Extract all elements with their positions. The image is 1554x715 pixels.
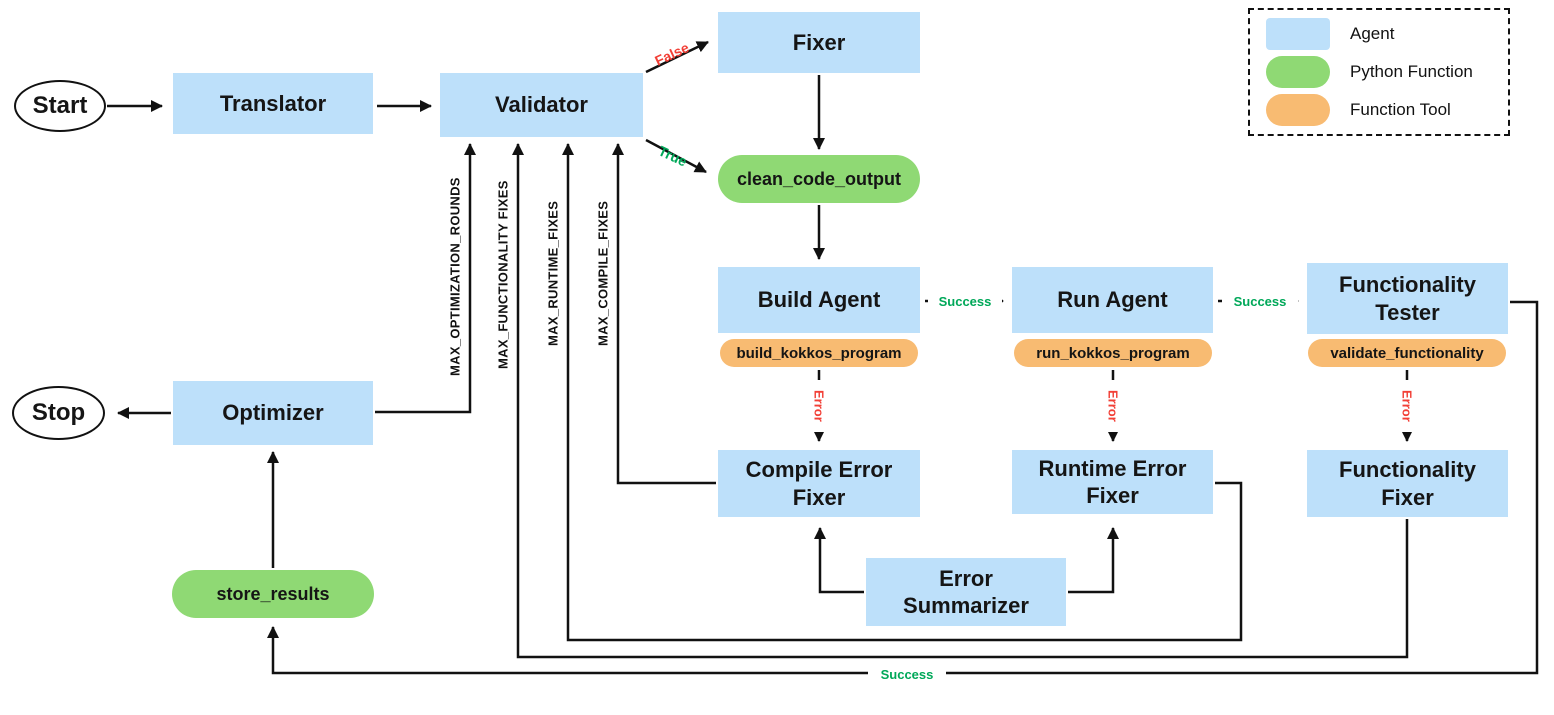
max-functionality-fixes-label: MAX_FUNCTIONALITY FIXES	[495, 180, 511, 369]
run-kokkos-program-tool: run_kokkos_program	[1014, 339, 1212, 367]
error-edge-label-run: Error	[1104, 380, 1122, 432]
start-terminal: Start	[14, 80, 106, 132]
clean-code-output-node: clean_code_output	[718, 155, 920, 203]
error-summarizer-label: Error Summarizer	[903, 565, 1029, 619]
edge-optimizer-validator-max-opt	[375, 143, 476, 414]
fixer-label: Fixer	[792, 29, 846, 55]
edge-compilefixer-validator-max-compile	[612, 143, 716, 485]
legend-item-function-tool: Function Tool	[1250, 94, 1508, 126]
run-kokkos-program-label: run_kokkos_program	[1036, 344, 1190, 362]
runtime-error-fixer-node: Runtime Error Fixer	[1012, 450, 1213, 514]
validate-functionality-tool: validate_functionality	[1308, 339, 1506, 367]
translator-label: Translator	[219, 90, 327, 116]
edge-validator-clean-true	[645, 138, 707, 174]
validate-functionality-label: validate_functionality	[1330, 344, 1484, 362]
compile-error-fixer-node: Compile Error Fixer	[718, 450, 920, 517]
legend-python-function-label: Python Function	[1350, 62, 1473, 81]
stop-label: Stop	[31, 399, 86, 426]
agent-swatch-icon	[1266, 18, 1330, 50]
legend-item-agent: Agent	[1250, 18, 1508, 50]
edge-tester-store-success	[267, 300, 1539, 675]
functionality-fixer-node: Functionality Fixer	[1307, 450, 1508, 517]
legend-agent-label: Agent	[1350, 24, 1395, 43]
legend-function-tool-label: Function Tool	[1350, 100, 1451, 119]
edge-validator-fixer-false	[645, 40, 709, 74]
start-label: Start	[32, 92, 88, 119]
fixer-node: Fixer	[718, 12, 920, 73]
validator-label: Validator	[495, 92, 588, 118]
functionality-fixer-label: Functionality Fixer	[1339, 457, 1476, 510]
edge-funcfixer-validator-max-func	[512, 143, 1409, 659]
run-agent-label: Run Agent	[1057, 287, 1168, 313]
error-edge-label-build: Error	[810, 380, 828, 432]
clean-code-output-label: clean_code_output	[736, 168, 902, 189]
build-kokkos-program-label: build_kokkos_program	[736, 344, 902, 362]
store-results-label: store_results	[216, 583, 330, 604]
max-runtime-fixes-label: MAX_RUNTIME_FIXES	[545, 200, 561, 347]
success-edge-label-loop: Success	[868, 666, 946, 683]
store-results-node: store_results	[172, 570, 374, 618]
edge-runtimefixer-validator-max-runtime	[562, 143, 1243, 642]
error-summarizer-node: Error Summarizer	[866, 558, 1066, 626]
legend: Agent Python Function Function Tool	[1248, 8, 1510, 136]
runtime-error-fixer-label: Runtime Error Fixer	[1038, 455, 1187, 509]
optimizer-node: Optimizer	[173, 381, 373, 445]
validator-node: Validator	[440, 73, 643, 137]
edge-summarizer-compilefixer	[814, 527, 864, 594]
max-compile-fixes-label: MAX_COMPILE_FIXES	[595, 200, 611, 347]
optimizer-label: Optimizer	[222, 400, 324, 426]
build-agent-label: Build Agent	[757, 287, 881, 313]
translator-node: Translator	[173, 73, 373, 134]
max-optimization-rounds-label: MAX_OPTIMIZATION_ROUNDS	[447, 177, 463, 377]
build-agent-node: Build Agent	[718, 267, 920, 333]
error-edge-label-tester: Error	[1398, 380, 1416, 432]
edge-summarizer-runtimefixer	[1068, 527, 1119, 594]
stop-terminal: Stop	[12, 386, 105, 440]
run-agent-node: Run Agent	[1012, 267, 1213, 333]
compile-error-fixer-label: Compile Error Fixer	[745, 457, 893, 510]
function-tool-swatch-icon	[1266, 94, 1330, 126]
functionality-tester-node: Functionality Tester	[1307, 263, 1508, 334]
success-edge-label-build-run: Success	[928, 293, 1002, 310]
success-edge-label-run-tester: Success	[1222, 293, 1298, 310]
build-kokkos-program-tool: build_kokkos_program	[720, 339, 918, 367]
functionality-tester-label: Functionality Tester	[1339, 272, 1476, 325]
python-function-swatch-icon	[1266, 56, 1330, 88]
legend-item-python-function: Python Function	[1250, 56, 1508, 88]
